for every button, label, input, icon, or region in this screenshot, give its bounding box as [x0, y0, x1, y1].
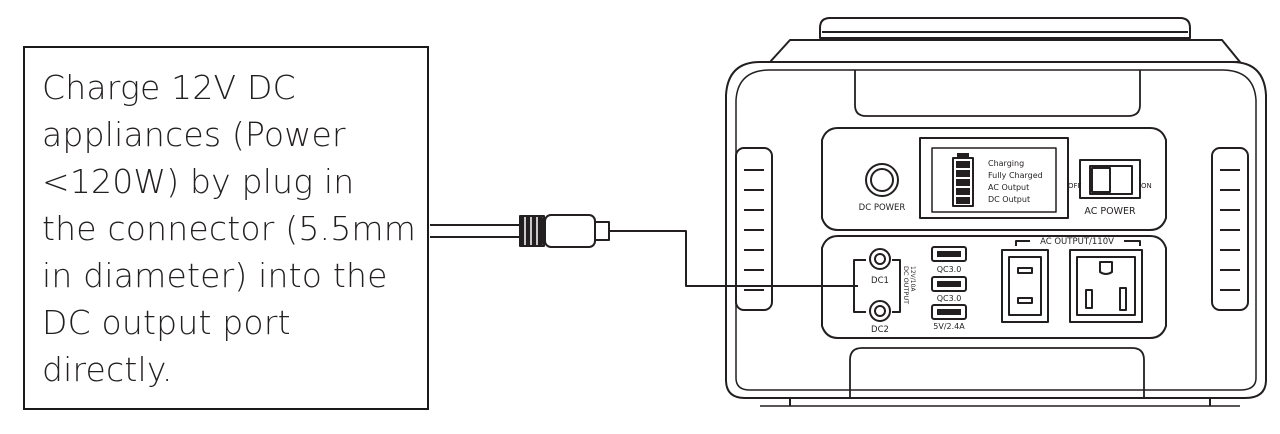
device-handle	[769, 17, 1241, 63]
dc2-label: DC2	[871, 325, 889, 335]
switch-off-label: OFF	[1068, 182, 1082, 190]
dc-power-button[interactable]	[865, 163, 899, 197]
dc-port-bracket	[853, 259, 901, 313]
dc-output-label: DC OUTPUT	[902, 266, 910, 304]
usb-port-1[interactable]	[931, 246, 967, 262]
upper-panel	[821, 127, 1167, 231]
lcd-legend-fully-charged: Fully Charged	[988, 171, 1043, 180]
device-body	[725, 61, 1267, 407]
ac-output-label: AC OUTPUT/110V	[1040, 237, 1114, 247]
ac-outlet-2prong[interactable]	[1001, 249, 1049, 323]
usb-1-label: QC3.0	[937, 265, 962, 274]
dc-cable	[430, 224, 522, 238]
instruction-box: Charge 12V DC appliances (Power <120W) b…	[23, 46, 429, 410]
switch-on-label: ON	[1141, 182, 1152, 190]
dc-output-spec: 12V/10A	[909, 266, 916, 292]
usb-port-3[interactable]	[931, 304, 967, 320]
dc1-label: DC1	[871, 276, 889, 286]
dc-plug	[519, 214, 610, 248]
usb-2-label: QC3.0	[937, 294, 962, 303]
dc-power-label: DC POWER	[859, 203, 906, 213]
ac-output-bracket	[1015, 240, 1141, 246]
usb-3-label: 5V/2.4A	[933, 322, 965, 331]
ac-outlet-3prong[interactable]	[1069, 249, 1143, 323]
lcd-screen	[919, 137, 1069, 219]
left-grip	[735, 147, 773, 311]
usb-port-2[interactable]	[931, 276, 967, 292]
battery-icon	[952, 153, 974, 207]
dc2-port[interactable]	[869, 300, 891, 322]
lcd-legend-dc-output: DC Output	[988, 195, 1030, 204]
right-grip	[1211, 147, 1249, 311]
ac-power-switch[interactable]	[1079, 159, 1141, 199]
lower-panel	[821, 235, 1167, 339]
lcd-legend-ac-output: AC Output	[988, 183, 1029, 192]
lcd-legend-charging: Charging	[988, 159, 1024, 168]
dc1-port[interactable]	[869, 248, 891, 270]
ac-power-label: AC POWER	[1084, 206, 1136, 217]
pointer-line	[609, 230, 858, 287]
instruction-text: Charge 12V DC appliances (Power <120W) b…	[42, 68, 417, 389]
